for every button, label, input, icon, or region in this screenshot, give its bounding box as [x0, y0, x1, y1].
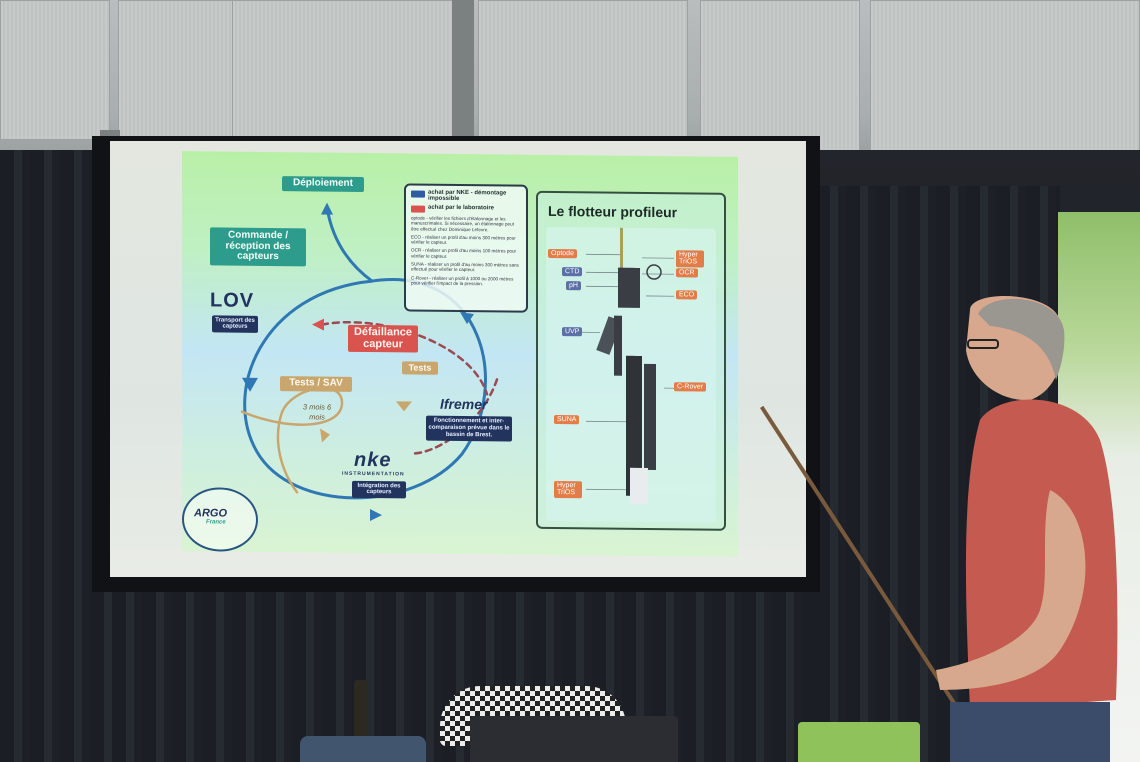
legend-nke-swatch [411, 190, 425, 198]
ifremer-logo: Ifremer [440, 395, 488, 413]
nke-subtitle: INSTRUMENTATION [342, 470, 405, 478]
presenter-arm [936, 490, 1086, 690]
legend-box: achat par NKE - démontage impossible ach… [404, 183, 528, 313]
float-photo-area: Optode CTD pH UVP SUNA Hyper TriOS Hyper… [546, 226, 716, 523]
sensor-eco: ECO [676, 290, 698, 300]
argo-logo: ARGO [194, 507, 227, 520]
ceiling [0, 0, 1140, 190]
blue-bag [300, 736, 426, 762]
legend-note: ECO - réaliser un profil d'au moins 300 … [411, 234, 516, 245]
arrowhead-left [242, 377, 258, 392]
arrowhead-up [321, 202, 333, 215]
arrowhead-top [460, 312, 474, 325]
presenter [936, 296, 1118, 762]
sensor-hyper-bottom: Hyper TriOS [554, 480, 582, 498]
green-chair [798, 722, 920, 762]
laptop [470, 716, 678, 762]
legend-nke: achat par NKE - démontage impossible [411, 189, 521, 202]
nke-logo: nke [354, 448, 392, 472]
float-title: Le flotteur profileur [548, 202, 678, 221]
tests-label: Tests [402, 361, 438, 376]
presenter-hair [978, 298, 1065, 380]
sensor-ocr: OCR [676, 268, 698, 278]
arrowhead-failure [312, 318, 324, 331]
bottle [354, 680, 368, 738]
legend-lab: achat par le laboratoire [411, 204, 521, 213]
sensor-suna: SUNA [554, 414, 580, 425]
sensor-crover: C-Rover [674, 382, 707, 392]
transport-label: Transport des capteurs [212, 315, 258, 333]
legend-note: OCR - réaliser un profil d'au moins 100 … [411, 247, 517, 259]
deploiement-label: Déploiement [282, 176, 364, 192]
legend-lab-text: achat par le laboratoire [428, 204, 495, 212]
sensor-optode: Optode [548, 248, 577, 259]
cycle-diagram [240, 202, 499, 522]
main-cycle-arrow [243, 278, 487, 500]
integration-label: Intégration des capteurs [352, 480, 406, 499]
argo-subtitle: France [206, 519, 226, 526]
sensor-hyper-top: Hyper TriOS [676, 250, 704, 268]
failure-loop [320, 320, 489, 396]
lov-logo: LOV [210, 289, 255, 312]
legend-note: C-Rover - réaliser un profil à 1000 ou 2… [411, 275, 514, 287]
ifremer-note: Fonctionnement et inter-comparaison prév… [426, 415, 512, 442]
arrowhead-right [370, 509, 382, 522]
sensor-ph: pH [566, 281, 581, 291]
arrowhead-sav [320, 428, 330, 443]
presenter-shirt [965, 399, 1118, 710]
legend-note: optode - vérifier les fichiers d'étalonn… [411, 215, 514, 232]
sensor-uvp: UVP [562, 327, 583, 337]
tests-sav-label: Tests / SAV [280, 376, 352, 392]
float-drawing [582, 227, 674, 504]
float-panel: Le flotteur profileur [536, 190, 726, 531]
delay-label: 3 mois 6 mois [302, 402, 332, 422]
presenter-glasses [967, 339, 999, 349]
projected-slide: Déploiement Commande / réception des cap… [182, 151, 738, 557]
deploy-arrow [325, 206, 374, 283]
legend-nke-text: achat par NKE - démontage impossible [428, 189, 507, 202]
legend-note: SUNA - réaliser un profil d'au moins 300… [411, 261, 519, 273]
commande-label: Commande / réception des capteurs [210, 227, 306, 266]
presenter-jeans [950, 702, 1110, 762]
arrowhead-tests [396, 401, 412, 412]
defaillance-label: Défaillance capteur [348, 324, 418, 353]
legend-lab-swatch [411, 205, 425, 213]
sensor-ctd: CTD [562, 267, 583, 277]
